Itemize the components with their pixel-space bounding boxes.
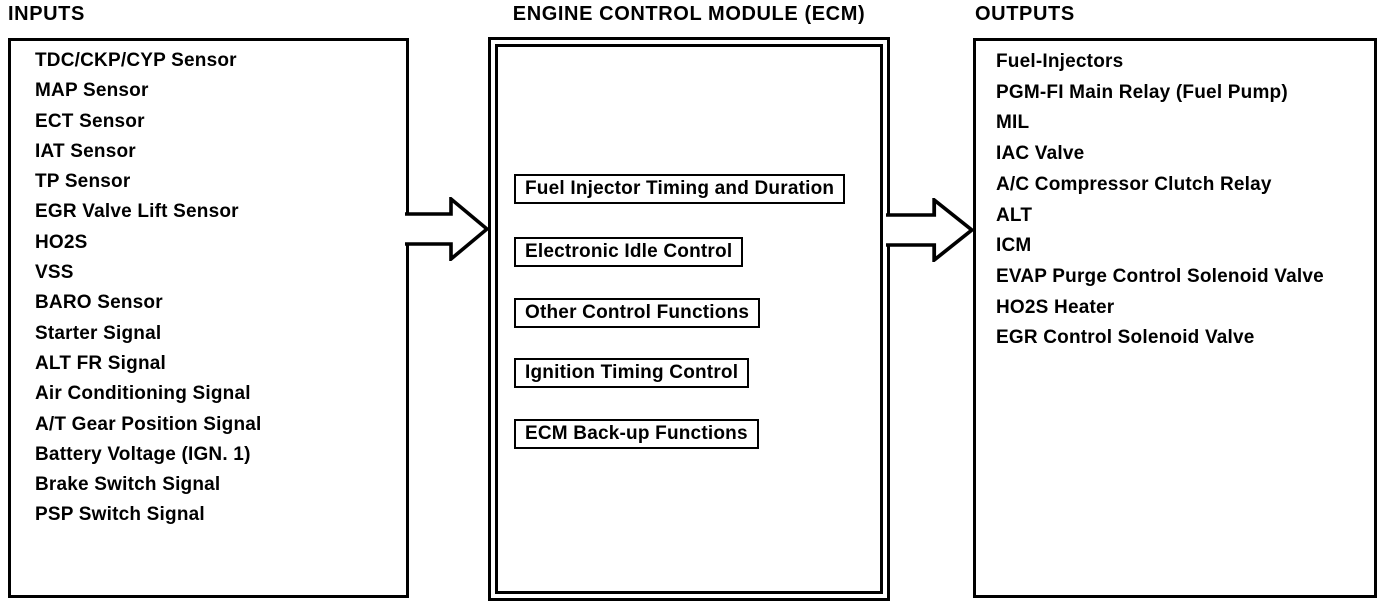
list-item: MIL — [996, 112, 1030, 134]
list-item: IAT Sensor — [35, 140, 136, 162]
list-item: PSP Switch Signal — [35, 504, 205, 526]
list-item: TDC/CKP/CYP Sensor — [35, 50, 237, 71]
list-item: A/C Compressor Clutch Relay — [996, 173, 1272, 195]
list-item: Air Conditioning Signal — [35, 383, 251, 405]
list-item: ECT Sensor — [35, 110, 145, 132]
list-item: IAC Valve — [996, 143, 1085, 165]
list-item: Fuel-Injectors — [996, 51, 1124, 72]
list-item: TP Sensor — [35, 171, 131, 193]
list-item: A/T Gear Position Signal — [35, 413, 262, 435]
list-item: VSS — [35, 262, 74, 284]
ecm-function-box: Electronic Idle Control — [514, 237, 744, 267]
list-item: PGM-FI Main Relay (Fuel Pump) — [996, 81, 1288, 103]
ecm-function-box: Ignition Timing Control — [514, 358, 750, 388]
list-item: Brake Switch Signal — [35, 474, 221, 496]
inputs-heading: INPUTS — [8, 3, 85, 25]
list-item: Starter Signal — [35, 322, 162, 344]
ecm-inner-box: Fuel Injector Timing and Duration Electr… — [495, 44, 883, 594]
right-arrow-icon — [405, 197, 489, 261]
list-item: HO2S — [35, 231, 88, 253]
list-item: BARO Sensor — [35, 292, 163, 314]
list-item: HO2S Heater — [996, 296, 1115, 318]
list-item: Battery Voltage (IGN. 1) — [35, 443, 251, 465]
ecm-box: Fuel Injector Timing and Duration Electr… — [488, 37, 890, 601]
ecm-heading: ENGINE CONTROL MODULE (ECM) — [512, 3, 866, 25]
list-item: ALT — [996, 204, 1033, 226]
list-item: ALT FR Signal — [35, 352, 167, 374]
list-item: EVAP Purge Control Solenoid Valve — [996, 265, 1324, 287]
ecm-function-box: Fuel Injector Timing and Duration — [514, 174, 846, 204]
ecm-function-box: ECM Back-up Functions — [514, 419, 759, 449]
list-item: EGR Control Solenoid Valve — [996, 327, 1255, 349]
ecm-function-box: Other Control Functions — [514, 298, 761, 328]
list-item: EGR Valve Lift Sensor — [35, 201, 239, 223]
outputs-heading: OUTPUTS — [975, 3, 1075, 25]
list-item: MAP Sensor — [35, 80, 149, 102]
right-arrow-icon — [886, 198, 974, 262]
list-item: ICM — [996, 235, 1032, 257]
